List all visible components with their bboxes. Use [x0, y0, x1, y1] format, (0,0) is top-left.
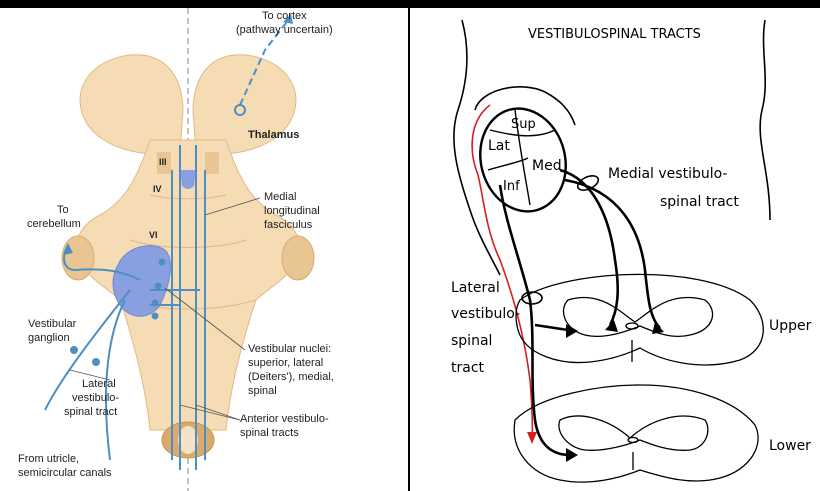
label-avst-2: spinal tracts — [240, 427, 299, 439]
label-to-cortex-1: To cortex — [262, 10, 307, 22]
label-upper: Upper — [769, 318, 812, 334]
label-lat-vst-1: Lateral — [82, 378, 116, 390]
right-cerebellar-peduncle — [281, 235, 315, 281]
contour-1 — [149, 194, 227, 200]
ganglion-dot-1 — [70, 346, 78, 354]
medial-arrow-2 — [652, 322, 664, 334]
handdrawn-vst-diagram: VESTIBULOSPINAL TRACTS Sup Lat Med Inf M — [410, 8, 820, 491]
red-lateral-path — [471, 104, 534, 441]
top-black-bar — [0, 0, 820, 8]
right-thalamus — [192, 54, 297, 155]
lateral-vst-fiber — [105, 299, 126, 461]
label-vn-1: Vestibular nuclei: — [248, 343, 331, 355]
afferent-fiber — [44, 289, 131, 411]
label-lat-vst-2: vestibulo- — [72, 392, 119, 404]
label-med: Med — [532, 158, 562, 174]
upper-spinal-cord — [515, 273, 764, 366]
label-lat-vst-3: spinal tract — [64, 406, 117, 418]
label-medial-vst-1: Medial vestibulo- — [608, 166, 728, 182]
label-vn-2: superior, lateral — [248, 357, 323, 369]
label-lateral-vst-2: vestibulo- — [451, 306, 520, 322]
lower-spinal-cord — [513, 384, 759, 483]
label-lateral-vst-3: spinal — [451, 333, 492, 349]
cerebellum-arrow — [63, 243, 73, 255]
vestibulospinal-sketch: VESTIBULOSPINAL TRACTS Sup Lat Med Inf M — [451, 19, 812, 483]
label-to-cortex-2: (pathway uncertain) — [236, 24, 333, 36]
to-cortex-fiber — [239, 17, 291, 106]
thalamic-relay — [234, 104, 246, 116]
label-to-cerebellum-2: cerebellum — [27, 218, 81, 230]
left-thalamus — [79, 54, 184, 155]
vn-dot-2 — [151, 299, 159, 307]
vn-dot-3 — [151, 312, 159, 320]
vn-dot-1 — [154, 282, 162, 290]
panel-divider — [408, 8, 410, 491]
iii-midline-nucleus — [180, 170, 196, 189]
label-ganglion-2: ganglion — [28, 332, 70, 344]
lateral-arrow-upper — [566, 324, 578, 338]
brainstem-outline — [453, 19, 771, 276]
label-lat: Lat — [488, 138, 510, 154]
label-iii: III — [159, 157, 167, 167]
leader-lines — [69, 197, 261, 421]
nucleus-iii-right — [205, 152, 219, 174]
sketch-title: VESTIBULOSPINAL TRACTS — [528, 27, 701, 42]
textbook-brainstem-diagram: To cortex (pathway uncertain) Thalamus I… — [0, 8, 408, 491]
label-vi: VI — [149, 230, 158, 240]
label-medial-vst-2: spinal tract — [660, 194, 739, 210]
contour-2 — [129, 239, 247, 248]
label-utricle-2: semicircular canals — [18, 467, 112, 479]
medial-tract-marker — [576, 175, 600, 191]
label-to-cerebellum-1: To — [57, 204, 69, 216]
label-sup: Sup — [511, 117, 536, 132]
lateral-vst-path — [498, 184, 571, 457]
grey-matter — [178, 426, 198, 454]
to-cerebellum-fiber — [63, 244, 141, 281]
label-avst-1: Anterior vestibulo- — [240, 413, 329, 425]
vestibular-nuclei-sketch — [479, 107, 567, 213]
medial-arrow-1 — [605, 320, 618, 332]
brainstem-body — [75, 139, 301, 431]
label-lateral-vst-1: Lateral — [451, 280, 500, 296]
label-lower: Lower — [769, 438, 811, 454]
label-vn-4: spinal — [248, 385, 277, 397]
brainstem-illustration: To cortex (pathway uncertain) Thalamus I… — [18, 8, 334, 491]
label-vn-3: (Deiters'), medial, — [248, 371, 334, 383]
label-lateral-vst-4: tract — [451, 360, 485, 376]
label-utricle-1: From utricle, — [18, 453, 79, 465]
label-iv: IV — [153, 184, 162, 194]
lateral-tract-marker — [521, 291, 543, 305]
label-mlf-2: longitudinal — [264, 205, 320, 217]
label-ganglion-1: Vestibular — [28, 318, 77, 330]
label-mlf-3: fasciculus — [264, 219, 313, 231]
red-arrow-head — [527, 432, 537, 444]
label-thalamus: Thalamus — [248, 129, 299, 141]
ganglion-dot-2 — [92, 358, 100, 366]
label-mlf-1: Medial — [264, 191, 296, 203]
label-inf: Inf — [503, 179, 520, 194]
fiber-pathways — [44, 17, 291, 470]
lateral-branch-upper — [534, 323, 569, 332]
left-cerebellar-peduncle — [61, 235, 95, 281]
nucleus-iii-left — [157, 152, 171, 174]
cortex-arrow — [283, 14, 293, 24]
lateral-arrow-lower — [566, 448, 578, 462]
vn-dot-4 — [158, 258, 166, 266]
